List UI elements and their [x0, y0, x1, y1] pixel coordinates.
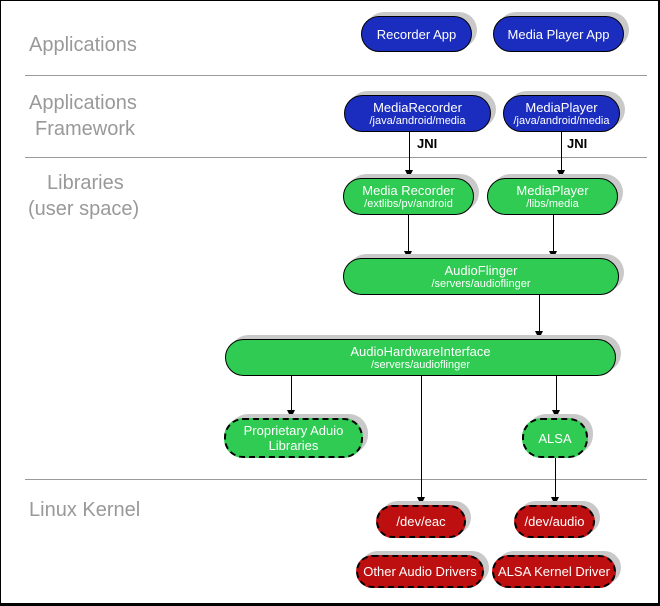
node-alsa-title: ALSA	[538, 430, 572, 446]
divider-libraries-kernel	[25, 479, 647, 480]
arrow-audioflinger-ahi	[535, 295, 544, 339]
node-media-player-lib: MediaPlayer /libs/media	[487, 178, 618, 215]
node-media-recorder-framework: MediaRecorder /java/android/media	[344, 95, 491, 132]
arrow-mediarecorder-jni	[405, 132, 414, 178]
arrow-mediaplayer-jni	[557, 132, 566, 178]
node-audio-flinger: AudioFlinger /servers/audioflinger	[343, 258, 619, 295]
jni-label-right: JNI	[567, 136, 588, 151]
node-recorder-app-title: Recorder App	[376, 26, 457, 42]
node-audio-flinger-title: AudioFlinger	[444, 262, 518, 278]
node-media-recorder-lib-title: Media Recorder	[362, 182, 455, 198]
node-audio-hardware-interface-title: AudioHardwareInterface	[350, 343, 491, 359]
node-recorder-app: Recorder App	[361, 16, 472, 52]
node-alsa: ALSA	[522, 418, 588, 458]
node-media-player-lib-title: MediaPlayer	[516, 182, 589, 198]
node-media-player-app: Media Player App	[493, 16, 624, 52]
arrow-alsa-dev-audio	[551, 458, 560, 505]
section-label-framework-line2: Framework	[35, 118, 136, 140]
arrow-mediarecorderlib-audioflinger	[404, 215, 413, 259]
node-media-recorder-framework-path: /java/android/media	[369, 114, 466, 127]
node-media-recorder-lib-path: /extlibs/pv/android	[364, 197, 453, 210]
section-label-libraries-line2: (user space)	[28, 198, 140, 220]
section-label-libraries-line1: Libraries	[47, 172, 124, 194]
node-dev-eac-title: /dev/eac	[396, 514, 446, 529]
node-audio-hardware-interface-path: /servers/audioflinger	[370, 358, 471, 371]
node-media-player-framework: MediaPlayer /java/android/media	[503, 95, 620, 132]
node-media-player-app-title: Media Player App	[507, 26, 610, 42]
section-label-kernel: Linux Kernel	[29, 499, 141, 521]
node-audio-flinger-path: /servers/audioflinger	[431, 277, 531, 290]
node-dev-audio: /dev/audio	[514, 505, 595, 538]
node-proprietary-audio-libraries-title2: Libraries	[268, 438, 319, 453]
arrow-mediaplayerlib-audioflinger	[549, 215, 558, 259]
jni-label-left: JNI	[417, 136, 438, 151]
node-proprietary-audio-libraries: Proprietary Aduio Libraries	[224, 418, 363, 458]
node-media-recorder-framework-title: MediaRecorder	[373, 99, 462, 115]
node-other-audio-drivers: Other Audio Drivers	[356, 555, 484, 588]
node-alsa-kernel-driver: ALSA Kernel Driver	[492, 555, 616, 588]
node-media-player-framework-path: /java/android/media	[513, 114, 610, 127]
node-media-player-lib-path: /libs/media	[526, 197, 579, 210]
arrow-ahi-proprietary	[287, 376, 296, 418]
arrow-ahi-dev-eac	[417, 376, 426, 505]
node-dev-eac: /dev/eac	[376, 505, 466, 538]
node-alsa-kernel-driver-title: ALSA Kernel Driver	[498, 564, 610, 579]
node-media-recorder-lib: Media Recorder /extlibs/pv/android	[343, 178, 474, 215]
divider-applications-framework	[25, 75, 647, 76]
section-label-applications: Applications	[29, 34, 137, 56]
arrow-ahi-alsa	[552, 376, 561, 418]
node-other-audio-drivers-title: Other Audio Drivers	[363, 564, 477, 579]
divider-framework-libraries	[25, 157, 647, 158]
node-audio-hardware-interface: AudioHardwareInterface /servers/audiofli…	[225, 339, 616, 376]
node-dev-audio-title: /dev/audio	[524, 514, 585, 529]
section-label-framework-line1: Applications	[29, 92, 137, 114]
node-proprietary-audio-libraries-title: Proprietary Aduio	[243, 423, 344, 438]
node-media-player-framework-title: MediaPlayer	[525, 99, 598, 115]
